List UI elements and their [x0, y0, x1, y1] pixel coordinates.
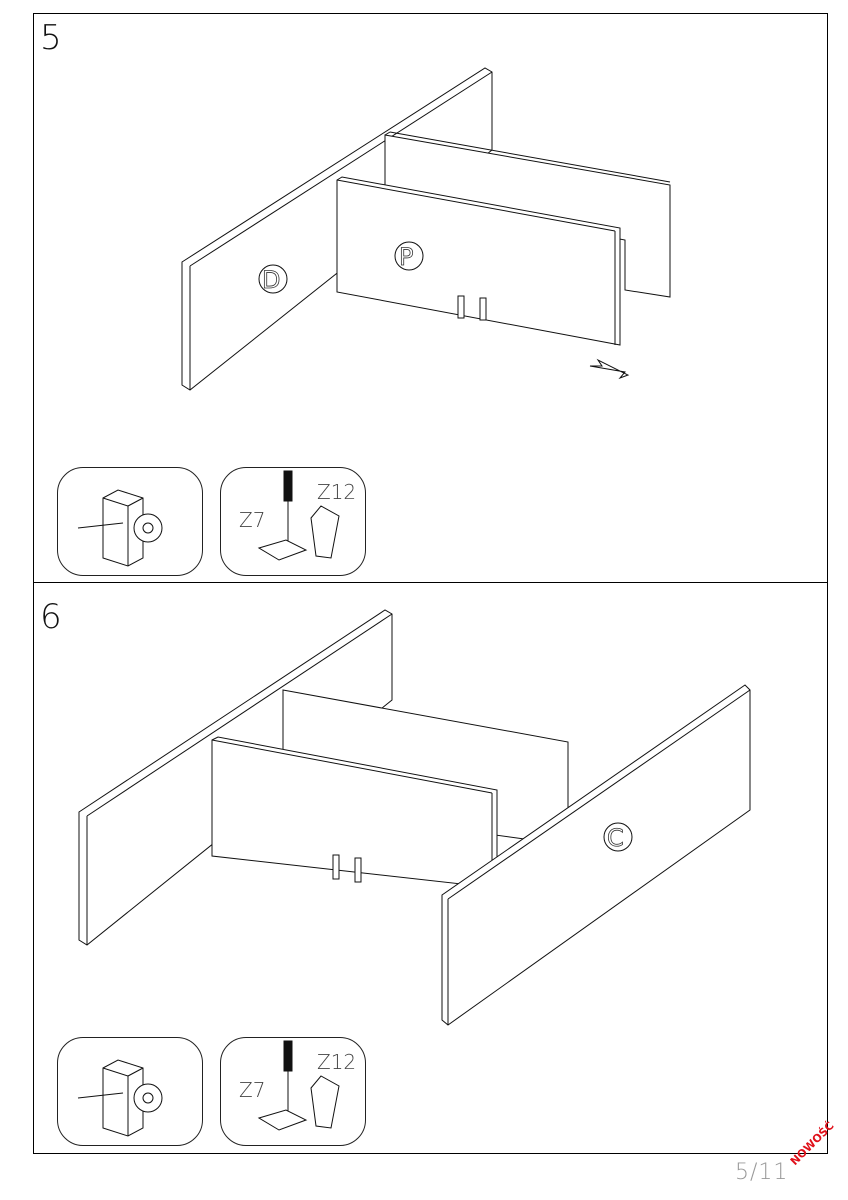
- step-5-dowel-detail: Z7 Z12: [220, 467, 366, 576]
- dowel-label-z12: Z12: [317, 480, 357, 504]
- cam-lock-icon: [77, 489, 163, 567]
- dowel-label-z12: Z12: [317, 1050, 357, 1074]
- panel-label-p: P: [399, 243, 413, 271]
- step-5-cam-lock-detail: [57, 467, 203, 576]
- screw-label-z7: Z7: [239, 508, 266, 532]
- page-frame: [33, 13, 828, 1154]
- page-number: 5/11: [735, 1160, 789, 1185]
- panel-label-c: C: [607, 824, 624, 852]
- screw-label-z7: Z7: [239, 1078, 266, 1102]
- step-5-number: 5: [40, 18, 62, 58]
- step-6-panel-p: [211, 736, 498, 889]
- panel-label-d: D: [262, 266, 280, 294]
- step-6-cam-lock-detail: [57, 1037, 203, 1146]
- step-divider: [33, 582, 828, 583]
- step-5-panel-p: [336, 176, 621, 346]
- cam-lock-icon: [77, 1059, 163, 1137]
- step-6-number: 6: [40, 597, 62, 637]
- screwdriver-icon: [257, 470, 340, 561]
- step-6-panel-c: [441, 684, 751, 1026]
- arrow-icon: [589, 358, 630, 380]
- step-6-dowel-detail: Z7 Z12: [220, 1037, 366, 1146]
- screwdriver-icon: [257, 1040, 340, 1131]
